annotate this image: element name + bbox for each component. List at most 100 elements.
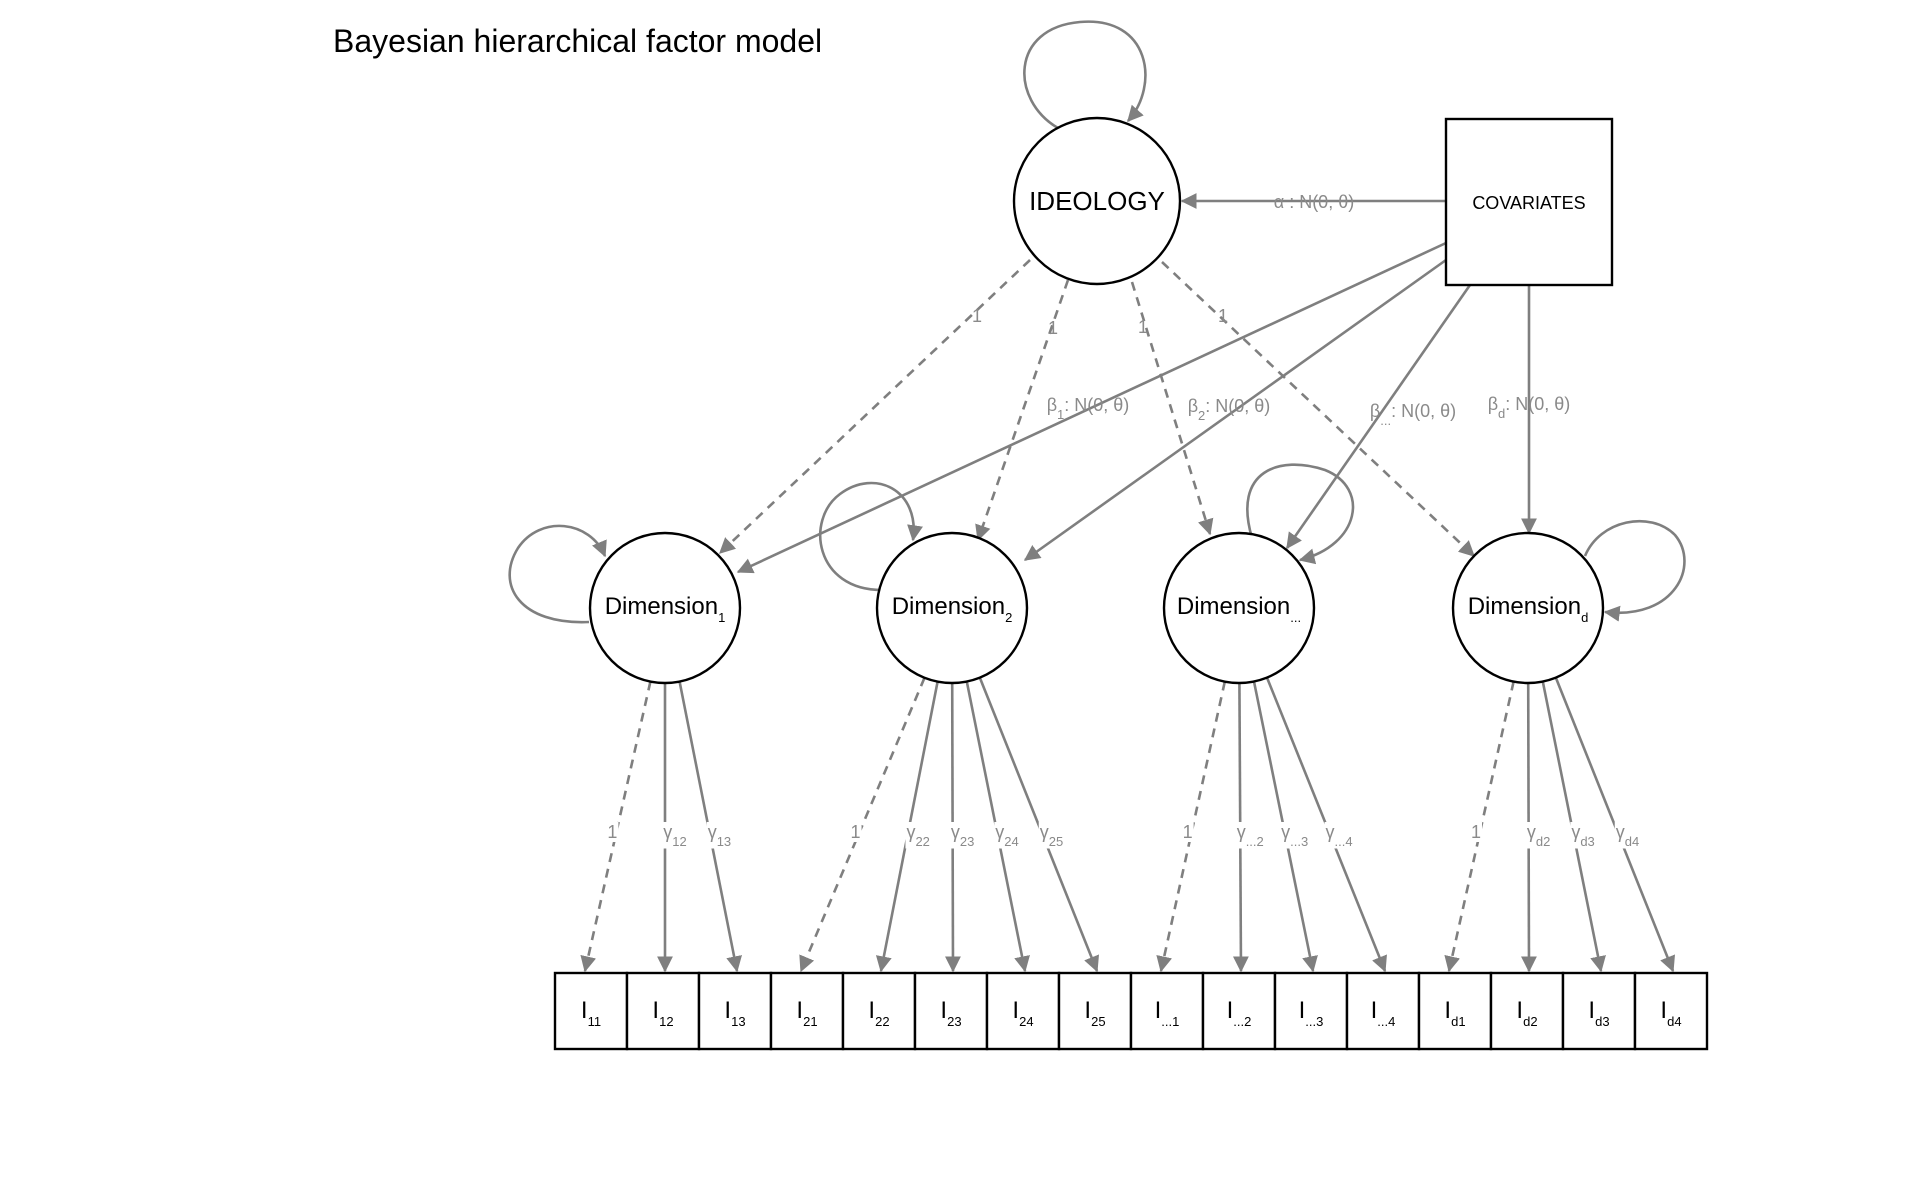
item-loading-label-bg xyxy=(1570,822,1596,849)
item-loading-label-bg xyxy=(905,822,931,849)
ideology-to-dimension-edge-4 xyxy=(1161,261,1475,557)
covariates-label: COVARIATES xyxy=(1472,193,1585,213)
ideology-loading-label-4: 1 xyxy=(1218,306,1228,326)
item-loading-label-bg xyxy=(606,822,619,842)
covariates-to-dimension-edge-2 xyxy=(1023,258,1447,562)
item-loading-label-...2: γ...2 xyxy=(1237,822,1264,849)
item-label-21: I21 xyxy=(796,997,817,1029)
item-loading-label-d3: γd3 xyxy=(1571,822,1594,849)
ideology-to-dimension-edge-3 xyxy=(1130,281,1214,536)
item-loading-label-23: γ23 xyxy=(951,822,974,849)
item-label-23: I23 xyxy=(940,997,961,1029)
item-label-d3: Id3 xyxy=(1588,997,1609,1029)
item-loading-label-...1: 1 xyxy=(1183,822,1193,842)
item-label-d2: Id2 xyxy=(1516,997,1537,1029)
dimension-2-self-loop xyxy=(818,481,923,592)
item-label-13: I13 xyxy=(724,997,745,1029)
beta-label-1: β1: N(0, θ) xyxy=(1047,395,1130,422)
dimension-node-1 xyxy=(588,531,742,685)
dimension-node-3 xyxy=(1162,531,1316,685)
dimension-1-self-loop xyxy=(508,524,607,624)
item-loading-label-...4: γ...4 xyxy=(1326,822,1353,849)
item-box-...3 xyxy=(1273,971,1349,1051)
item-loading-label-25: γ25 xyxy=(1040,822,1063,849)
item-loading-label-bg xyxy=(949,822,976,849)
item-loading-label-21: 1 xyxy=(851,822,861,842)
item-loading-label-bg xyxy=(1525,822,1552,849)
dimension-label-2: Dimension2 xyxy=(892,593,1013,625)
beta-label-3: β...: N(0, θ) xyxy=(1370,401,1456,428)
ideology-loading-label-2: 1 xyxy=(1048,318,1058,338)
item-loading-label-11: 1 xyxy=(607,822,617,842)
item-label-...3: I...3 xyxy=(1299,997,1324,1029)
item-box-d3 xyxy=(1561,971,1637,1051)
item-loading-label-13: γ13 xyxy=(708,822,731,849)
dimension-label-4: Dimensiond xyxy=(1468,593,1589,625)
item-loading-label-bg xyxy=(662,822,688,849)
item-box-13 xyxy=(697,971,773,1051)
item-loading-label-...3: γ...3 xyxy=(1281,822,1308,849)
item-loading-label-22: γ22 xyxy=(906,822,929,849)
nodes-layer: IDEOLOGY COVARIATES Dimension1 Dimension2… xyxy=(553,116,1709,1051)
item-label-...1: I...1 xyxy=(1155,997,1180,1029)
item-label-...2: I...2 xyxy=(1227,997,1252,1029)
item-loading-label-bg xyxy=(1614,822,1641,849)
covariates-to-dimension-edge-1 xyxy=(736,241,1447,574)
item-label-d1: Id1 xyxy=(1444,997,1465,1029)
dimension-to-item-edge-25 xyxy=(978,677,1099,973)
ideology-loading-label-3: 1 xyxy=(1138,317,1148,337)
item-box-...4 xyxy=(1345,971,1421,1051)
item-label-11: I11 xyxy=(581,997,601,1029)
beta-label-4: βd: N(0, θ) xyxy=(1488,394,1571,421)
item-box-11 xyxy=(553,971,629,1051)
item-box-12 xyxy=(625,971,701,1051)
covariates-to-dimension-edge-3 xyxy=(1285,284,1472,550)
dimension-node-4 xyxy=(1451,531,1605,685)
item-loading-label-bg xyxy=(706,822,733,849)
covariates-node xyxy=(1444,117,1614,287)
ideology-loading-label-1: 1 xyxy=(972,306,982,326)
item-box-25 xyxy=(1057,971,1133,1051)
item-label-...4: I...4 xyxy=(1371,997,1396,1029)
item-box-24 xyxy=(985,971,1061,1051)
item-label-12: I12 xyxy=(652,997,673,1029)
item-loading-label-bg xyxy=(1324,822,1354,849)
ideology-to-dimension-edge-2 xyxy=(975,279,1070,542)
item-loading-label-bg xyxy=(1038,822,1065,849)
item-box-...1 xyxy=(1129,971,1205,1051)
item-loading-label-d2: γd2 xyxy=(1527,822,1550,849)
item-box-d2 xyxy=(1489,971,1565,1051)
diagram-title: Bayesian hierarchical factor model xyxy=(333,23,822,59)
item-loading-label-12: γ12 xyxy=(663,822,686,849)
item-box-23 xyxy=(913,971,989,1051)
alpha-label: α : N(0, θ) xyxy=(1274,192,1354,212)
item-box-22 xyxy=(841,971,917,1051)
item-label-24: I24 xyxy=(1012,997,1033,1029)
item-loading-label-bg xyxy=(1181,822,1194,842)
item-loading-label-d4: γd4 xyxy=(1616,822,1639,849)
item-label-25: I25 xyxy=(1084,997,1105,1029)
dimension-label-1: Dimension1 xyxy=(605,593,726,625)
item-loading-label-bg xyxy=(1280,822,1310,849)
dimension-3-self-loop xyxy=(1246,463,1355,565)
dimension-label-3: Dimension... xyxy=(1177,593,1301,625)
item-label-22: I22 xyxy=(868,997,889,1029)
dimension-to-item-edge-21 xyxy=(799,677,926,973)
item-loading-label-d1: 1 xyxy=(1471,822,1481,842)
item-label-d4: Id4 xyxy=(1660,997,1681,1029)
item-loading-label-24: γ24 xyxy=(995,822,1018,849)
item-loading-label-bg xyxy=(1470,822,1483,842)
item-loading-label-bg xyxy=(1235,822,1265,849)
dimension-to-item-edge-d4 xyxy=(1554,677,1675,973)
item-loading-label-bg xyxy=(994,822,1020,849)
dimension-node-2 xyxy=(875,531,1029,685)
ideology-to-dimension-edge-1 xyxy=(719,259,1031,554)
self-loops-layer xyxy=(508,20,1686,624)
item-loading-label-bg xyxy=(849,822,862,842)
ideology-label: IDEOLOGY xyxy=(1029,186,1165,216)
ideology-self-loop xyxy=(1023,20,1147,130)
item-box-...2 xyxy=(1201,971,1277,1051)
